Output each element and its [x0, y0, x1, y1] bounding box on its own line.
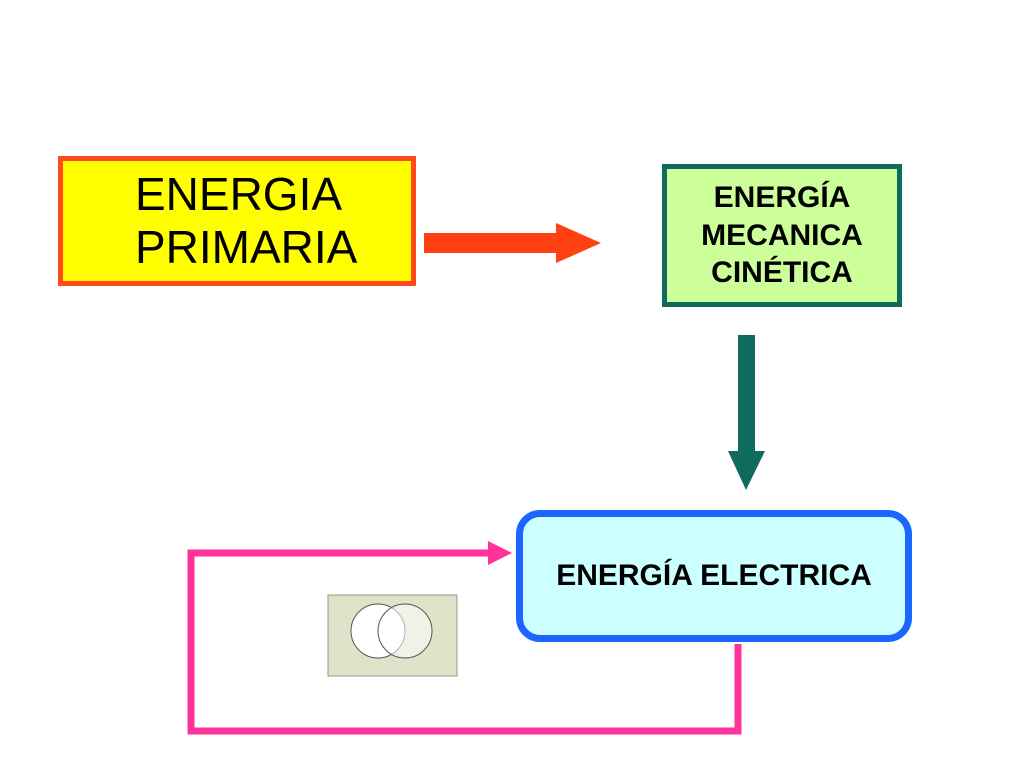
loop-arrow-head — [488, 541, 512, 565]
node-energia-mecanica: ENERGÍA MECANICA CINÉTICA — [662, 164, 902, 307]
arrow-mecanica-to-electrica — [728, 335, 765, 490]
venn-icon[interactable] — [327, 594, 458, 677]
node-energia-electrica: ENERGÍA ELECTRICA — [516, 510, 912, 642]
arrow-shaft — [738, 335, 755, 453]
loop-line — [187, 549, 742, 735]
arrow-head — [556, 223, 601, 263]
arrow-primaria-to-mecanica — [424, 223, 601, 263]
icon-circle-right — [377, 603, 433, 659]
node-label: ENERGÍA MECANICA CINÉTICA — [701, 181, 863, 290]
node-label: ENERGÍA ELECTRICA — [556, 559, 872, 592]
arrow-shaft — [424, 233, 558, 253]
node-label: ENERGIA PRIMARIA — [135, 168, 358, 273]
arrow-head — [728, 451, 765, 490]
node-energia-primaria: ENERGIA PRIMARIA — [58, 156, 416, 286]
feedback-loop-arrow — [187, 541, 742, 735]
